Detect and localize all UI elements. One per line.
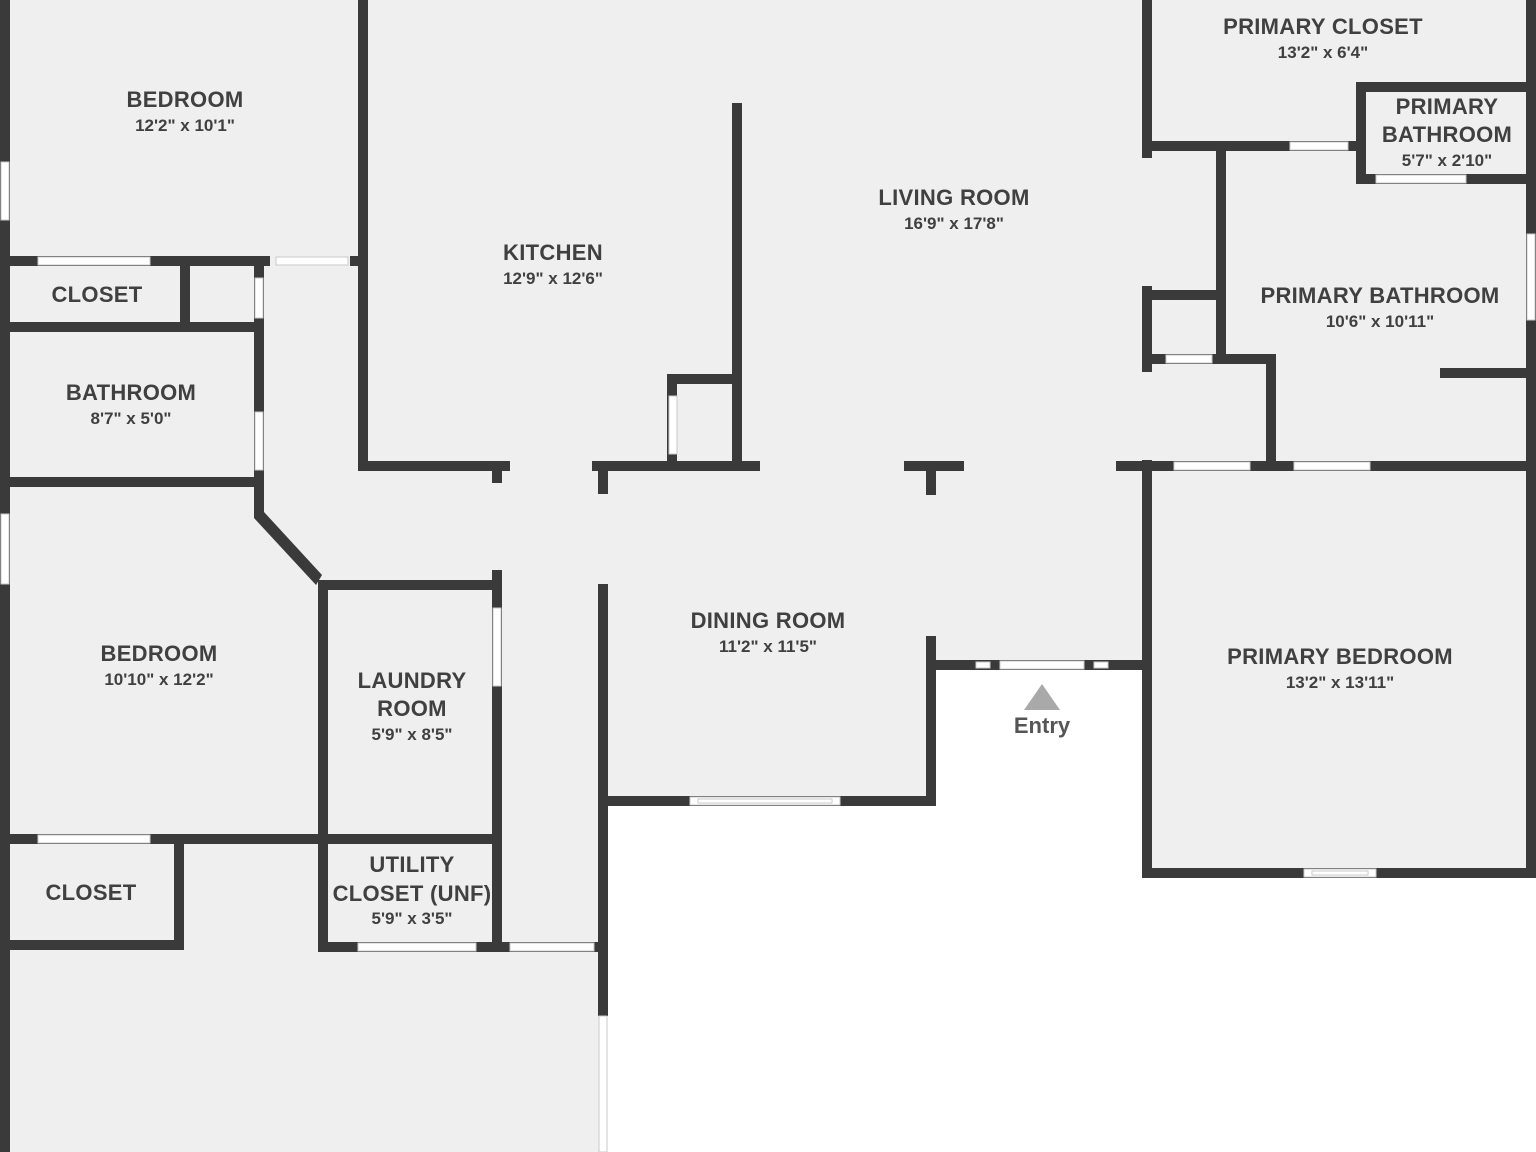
room-labels: BEDROOM 12'2" x 10'1" CLOSET BATHROOM 8'… — [45, 14, 1512, 928]
room-dims-bedroom-top: 12'2" x 10'1" — [135, 116, 235, 135]
room-dims-bedroom-mid: 10'10" x 12'2" — [104, 670, 213, 689]
entry-label: Entry — [1014, 713, 1071, 738]
room-name-utility-line1: UTILITY — [369, 852, 454, 877]
openings — [0, 141, 1536, 1152]
room-name-bedroom-top: BEDROOM — [127, 87, 244, 112]
room-name-utility-line2: CLOSET (UNF) — [333, 881, 492, 906]
room-name-closet-top: CLOSET — [51, 282, 142, 307]
room-name-primary-bath-small-line2: BATHROOM — [1382, 122, 1512, 147]
room-name-laundry-line1: LAUNDRY — [358, 668, 467, 693]
room-dims-primary-bathroom: 10'6" x 10'11" — [1326, 312, 1434, 331]
room-name-kitchen: KITCHEN — [503, 240, 603, 265]
room-dims-dining-room: 11'2" x 11'5" — [719, 637, 817, 656]
room-dims-bathroom: 8'7" x 5'0" — [91, 409, 172, 428]
room-dims-kitchen: 12'9" x 12'6" — [503, 269, 603, 288]
room-dims-primary-closet: 13'2" x 6'4" — [1278, 43, 1368, 62]
room-name-primary-closet: PRIMARY CLOSET — [1223, 14, 1423, 39]
room-name-primary-bathroom: PRIMARY BATHROOM — [1260, 283, 1499, 308]
room-dims-laundry: 5'9" x 8'5" — [372, 725, 453, 744]
room-name-living-room: LIVING ROOM — [878, 185, 1029, 210]
room-name-primary-bedroom: PRIMARY BEDROOM — [1227, 644, 1453, 669]
room-dims-living-room: 16'9" x 17'8" — [904, 214, 1004, 233]
room-name-bedroom-mid: BEDROOM — [101, 641, 218, 666]
room-name-dining-room: DINING ROOM — [691, 608, 846, 633]
entry-arrow-icon — [1024, 684, 1060, 710]
room-name-bathroom: BATHROOM — [66, 380, 196, 405]
room-dims-utility: 5'9" x 3'5" — [372, 909, 453, 928]
room-dims-primary-bath-small: 5'7" x 2'10" — [1402, 151, 1492, 170]
room-name-primary-bath-small-line1: PRIMARY — [1396, 94, 1499, 119]
room-name-closet-bottom: CLOSET — [45, 880, 136, 905]
room-dims-primary-bedroom: 13'2" x 13'11" — [1286, 673, 1394, 692]
room-name-laundry-line2: ROOM — [377, 696, 447, 721]
